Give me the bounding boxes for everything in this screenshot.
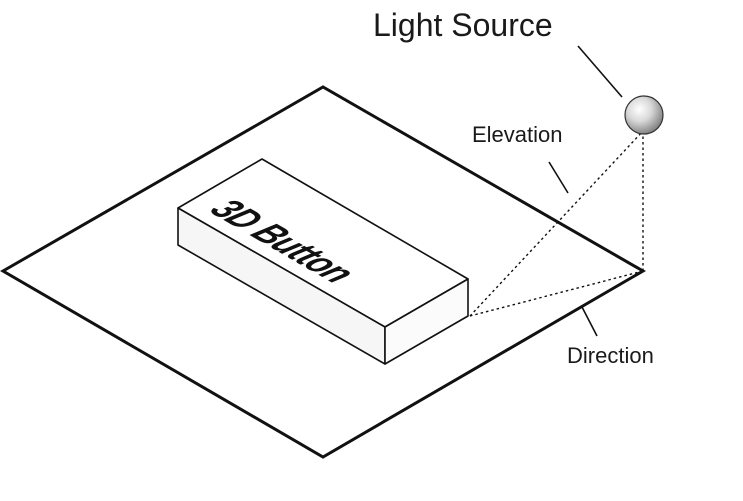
- direction-label: Direction: [567, 343, 654, 368]
- 3d-button-block: 3D Button 3D Button: [177, 158, 469, 365]
- direction-line: [469, 270, 644, 317]
- elevation-line: [469, 130, 644, 317]
- elevation-label: Elevation: [472, 122, 563, 147]
- light-source-leader: [577, 45, 623, 98]
- construction-lines: [469, 130, 644, 317]
- direction-leader: [581, 306, 598, 337]
- light-source-label: Light Source: [373, 7, 553, 43]
- button-side-face: [384, 278, 469, 365]
- light-source-sphere: [624, 95, 664, 135]
- elevation-leader: [548, 161, 569, 194]
